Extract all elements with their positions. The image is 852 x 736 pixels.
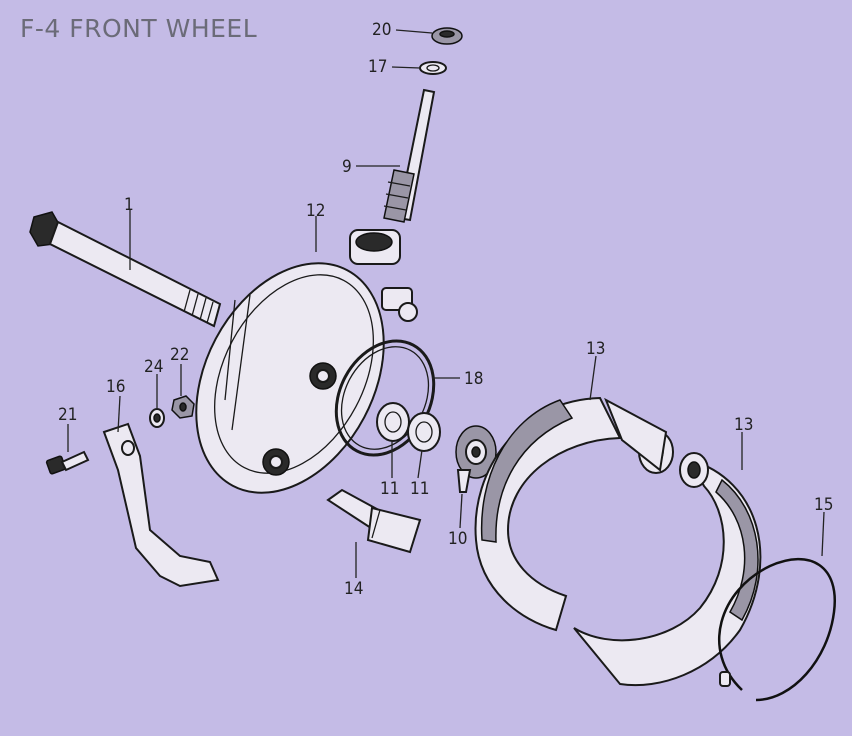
- brake-shoe-left-part: [474, 396, 674, 632]
- washer-11-right-part: [407, 412, 441, 452]
- part-label-13-left: 13: [586, 339, 605, 359]
- part-label-11-left: 11: [380, 479, 399, 499]
- nut-22-part: [171, 395, 195, 419]
- part-label-13-right: 13: [734, 415, 753, 435]
- part-label-12: 12: [306, 201, 325, 221]
- brake-panel-part: [195, 229, 418, 494]
- washer-24-part: [149, 408, 165, 428]
- speedometer-gear-part: [455, 425, 497, 493]
- part-label-17: 17: [368, 57, 387, 77]
- part-label-20: 20: [372, 20, 391, 40]
- arm-bolt-21-part: [45, 450, 90, 475]
- washer-11-left-part: [376, 402, 410, 442]
- seal-20-part: [431, 27, 463, 45]
- axle-bolt-part: [29, 211, 222, 328]
- part-label-18: 18: [464, 369, 483, 389]
- part-label-1: 1: [124, 195, 134, 215]
- part-label-11-right: 11: [410, 479, 429, 499]
- page-title: F-4 FRONT WHEEL: [20, 14, 258, 43]
- brake-arm-part: [102, 422, 220, 588]
- part-label-22: 22: [170, 345, 189, 365]
- part-label-16: 16: [106, 377, 125, 397]
- part-label-9: 9: [342, 157, 352, 177]
- part-label-14: 14: [344, 579, 363, 599]
- part-label-10: 10: [448, 529, 467, 549]
- washer-17-part: [419, 61, 447, 75]
- part-label-21: 21: [58, 405, 77, 425]
- brake-shoe-right-part: [573, 452, 762, 687]
- brake-cam-part: [326, 488, 422, 554]
- part-label-15: 15: [814, 495, 833, 515]
- speedometer-shaft-part: [383, 88, 436, 223]
- part-label-24: 24: [144, 357, 163, 377]
- spring-15-part: [718, 557, 837, 702]
